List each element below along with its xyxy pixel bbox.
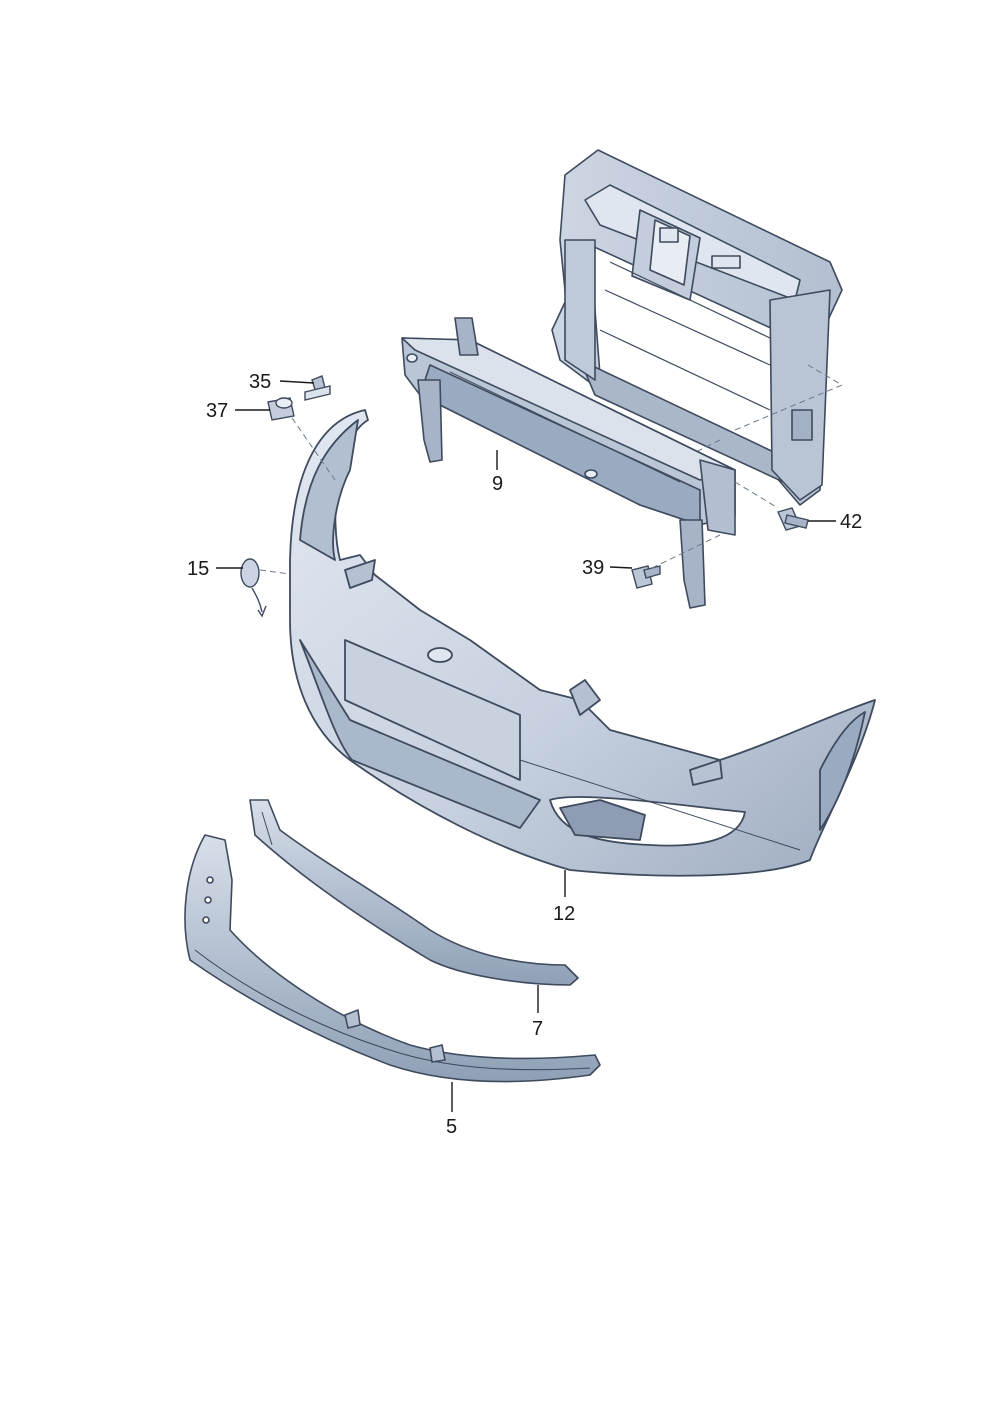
bumper-reinforcement-bar [401,317,736,609]
alignment-line-42 [734,481,779,509]
expansion-nut-37 [267,397,295,421]
bolt-39 [631,565,661,589]
bolt-42 [777,507,809,531]
leader-lines [216,380,836,1112]
callout-7: 7 [532,1018,543,1040]
callout-42: 42 [840,511,862,533]
alignment-line-15 [259,569,291,575]
callout-15: 15 [187,558,209,580]
alignment-line-39 [651,534,721,569]
lower-grille-strip [249,799,579,986]
callout-35: 35 [249,371,271,393]
front-bumper-cover [289,409,876,877]
screw-35 [304,375,331,401]
callout-5: 5 [446,1116,457,1138]
callout-39: 39 [582,557,604,579]
radiator-support-frame [551,149,843,506]
leader-35 [279,380,315,384]
callout-9: 9 [492,473,503,495]
alignment-line-37 [291,417,336,481]
callout-12: 12 [553,903,575,925]
callout-37: 37 [206,400,228,422]
tow-eye-cover-15 [240,558,267,618]
callout-labels: 35 37 9 42 15 39 12 7 5 [187,371,862,1138]
leader-39 [609,566,633,569]
alignment-line-frame-lower [689,439,721,456]
alignment-line-frame [734,364,844,431]
front-spoiler-lip [184,834,601,1083]
